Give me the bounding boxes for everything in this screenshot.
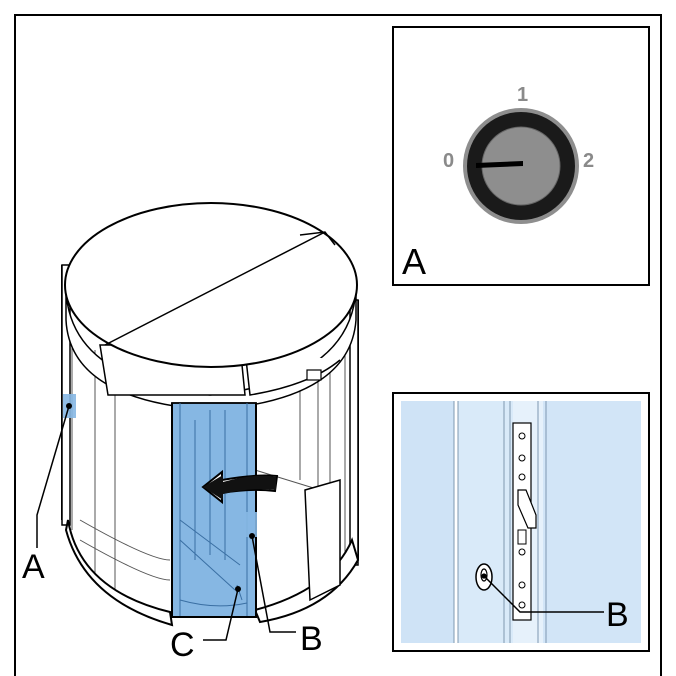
callout-b: B [300,620,323,658]
callout-c: C [170,626,195,664]
revolving-door [36,202,360,641]
position-1-label: 1 [517,84,528,106]
leader-line-inset-b [483,575,604,613]
highlighted-door-wing [171,402,257,618]
door-base-left [64,519,174,627]
key-switch-pointer [476,161,523,168]
door-base-right [253,537,360,624]
canopy-top [64,202,358,368]
inset-a-label: A [402,241,426,282]
lock-latch [517,489,537,529]
position-2-label: 2 [583,150,594,172]
inset-door-lock: B [392,392,650,652]
leader-line-b [251,535,296,633]
inset-b-label: B [606,596,629,634]
position-0-label: 0 [443,150,454,172]
inset-key-switch: 0 1 2 A [392,26,650,286]
leader-line-a [36,405,70,548]
leader-line-c [203,588,239,641]
glass-panel-left [401,401,454,643]
callout-a: A [22,548,45,586]
illustration-frame [14,14,662,676]
door-leaf-right [304,479,341,602]
lock-location-marker [244,512,257,537]
